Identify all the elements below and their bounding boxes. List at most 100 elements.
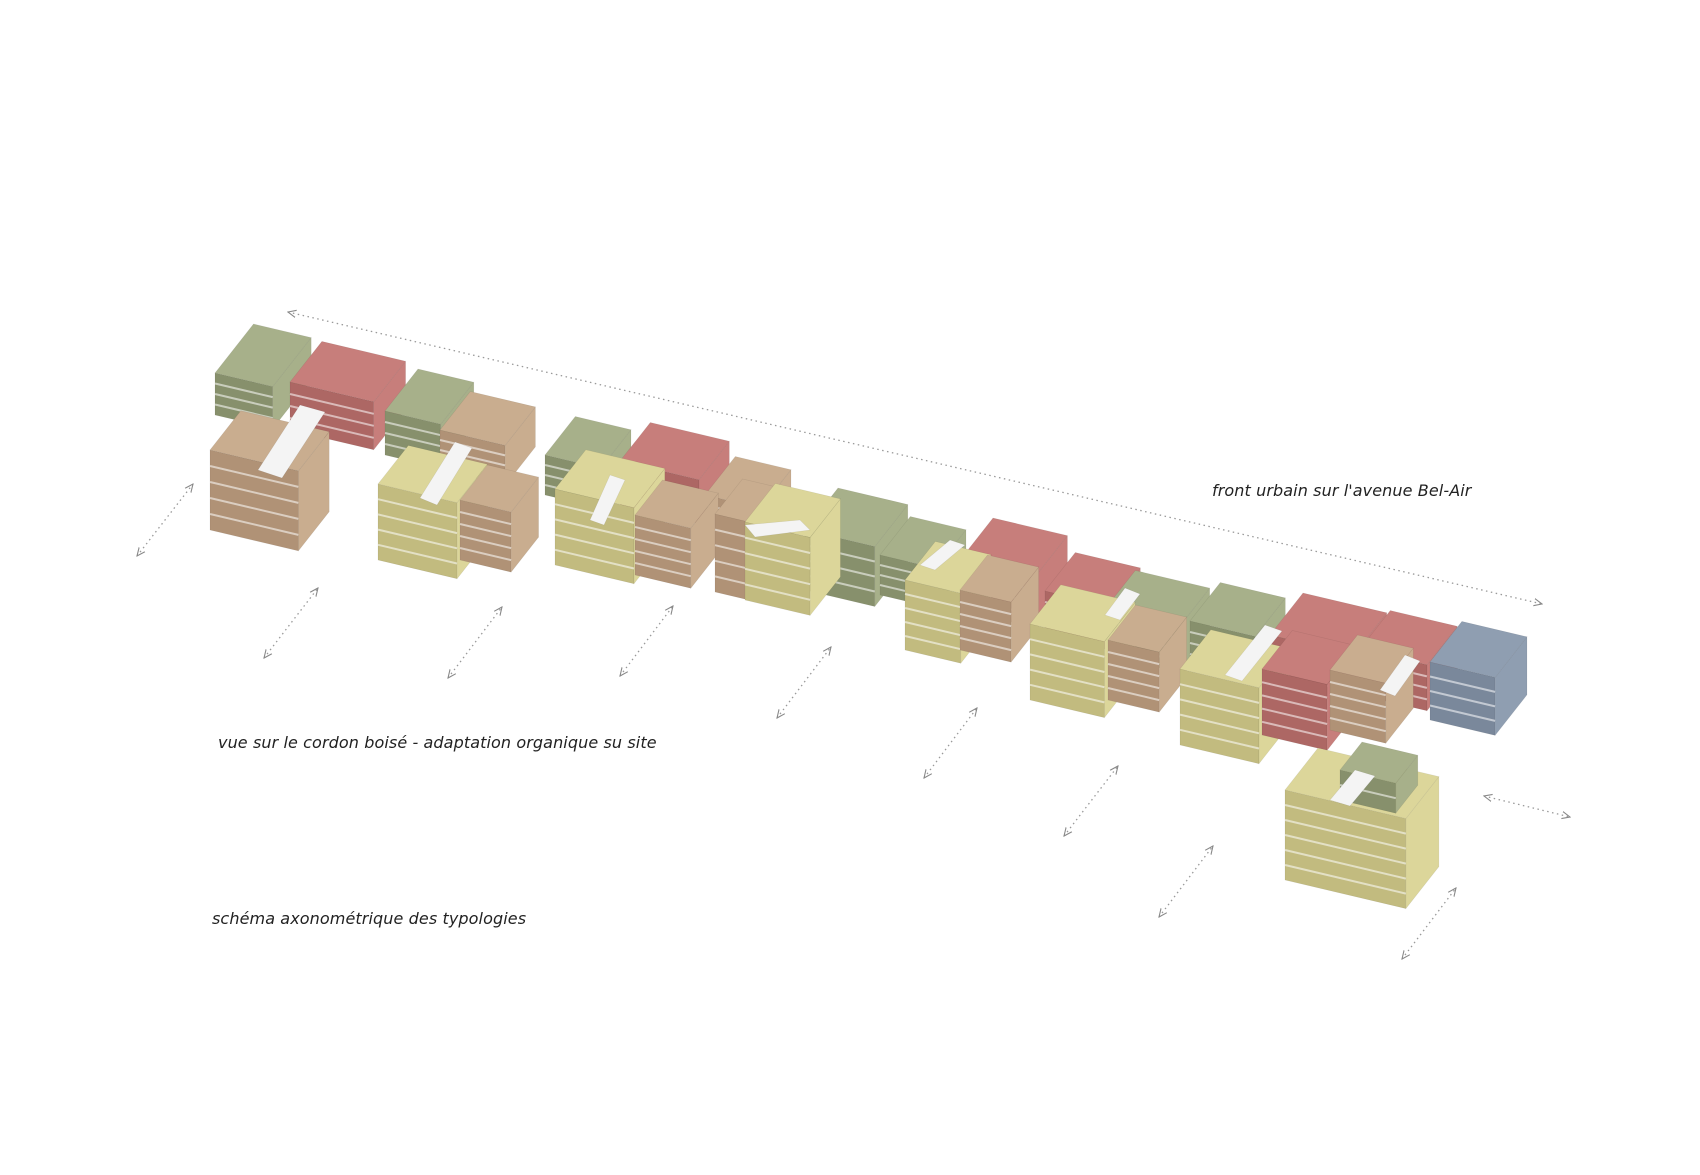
floor-slab-line (384, 432, 442, 448)
floor-slab-line (1179, 728, 1260, 750)
floor-slab-line (1261, 720, 1328, 739)
block-front-14-top (1329, 634, 1414, 684)
block-front-11-front (1107, 639, 1160, 713)
floor-slab-line (1284, 849, 1407, 880)
floor-slab-line (1284, 819, 1407, 850)
floor-slab-line (904, 593, 962, 609)
view-arrow (1484, 796, 1570, 817)
floor-slab-line (1179, 683, 1260, 704)
building-blocks (209, 323, 1528, 910)
floor-slab-line (214, 382, 273, 399)
floor-slab-line (1107, 663, 1160, 678)
floor-slab-line (459, 523, 512, 538)
floor-slab-line (904, 621, 962, 637)
floor-slab-line (214, 393, 273, 409)
floor-slab-line (289, 393, 374, 415)
block-front-9-top (959, 554, 1040, 603)
floor-slab-line (377, 513, 458, 535)
floor-slab-line (384, 421, 442, 437)
vue-cordon-label: vue sur le cordon boisé - adaptation org… (218, 733, 657, 752)
roof-light (257, 404, 326, 479)
floor-slab-line (214, 403, 273, 420)
floor-slab-line (554, 533, 635, 555)
floor-slab-line (1029, 653, 1105, 673)
floor-slab-line (439, 439, 506, 457)
floor-slab-line (1329, 681, 1387, 697)
block-back-4-top (439, 391, 536, 446)
view-arrow (924, 708, 977, 778)
floor-slab-line (1429, 675, 1496, 693)
view-arrow (1159, 846, 1213, 917)
roof-light (919, 539, 966, 571)
floor-slab-line (904, 635, 962, 651)
floor-slab-line (1261, 681, 1328, 699)
floor-slab-line (1329, 705, 1387, 721)
roof-light (744, 519, 811, 538)
block-back-3-top (384, 368, 475, 425)
floor-slab-line (634, 526, 692, 542)
block-front-11-top (1107, 604, 1188, 653)
roof-light (1329, 769, 1376, 807)
block-end-top (1429, 621, 1528, 678)
floor-slab-line (554, 518, 635, 540)
block-front-10-top (1029, 584, 1136, 642)
floor-slab-line (959, 613, 1012, 628)
floor-slab-line (1261, 707, 1328, 725)
floor-slab-line (744, 567, 811, 586)
block-back-13-top (1189, 582, 1286, 637)
view-arrow (1064, 766, 1118, 836)
floor-slab-line (959, 601, 1012, 616)
floor-slab-line (1029, 638, 1105, 658)
floor-slab-line (459, 511, 512, 526)
floor-slab-line (1107, 687, 1160, 702)
floor-slab-line (1179, 713, 1260, 735)
view-arrow (777, 647, 831, 718)
floor-slab-line (1107, 675, 1160, 690)
view-arrows (137, 484, 1570, 959)
roof-light (1104, 587, 1141, 621)
view-arrow (448, 607, 502, 678)
floor-slab-line (459, 547, 512, 562)
floor-slab-line (209, 513, 299, 536)
floor-slab-line (634, 550, 692, 566)
block-front-3-side (510, 476, 539, 573)
view-arrow (620, 606, 673, 676)
block-front-5-top (634, 479, 719, 529)
floor-slab-line (209, 465, 299, 488)
floor-slab-line (377, 528, 458, 550)
floor-slab-line (744, 536, 811, 554)
floor-slab-line (1179, 698, 1260, 720)
floor-slab-line (377, 498, 458, 519)
roof-light (419, 441, 473, 506)
floor-slab-line (1329, 693, 1387, 709)
floor-slab-line (1329, 717, 1387, 733)
block-front-1-side (298, 430, 330, 552)
floor-slab-line (1107, 651, 1160, 666)
diagram-caption: schéma axonométrique des typologies (212, 909, 527, 928)
floor-slab-line (459, 535, 512, 550)
floor-slab-line (744, 552, 811, 570)
block-front-8-front (904, 579, 962, 664)
floor-slab-line (1429, 690, 1496, 708)
view-arrow (264, 588, 318, 658)
floor-slab-line (1284, 804, 1407, 835)
floor-slab-line (1284, 834, 1407, 865)
floor-slab-line (1261, 694, 1328, 712)
block-back-1-top (214, 323, 312, 387)
floor-slab-line (1284, 864, 1407, 895)
floor-slab-line (209, 497, 299, 520)
floor-slab-line (377, 543, 458, 565)
roof-light (1379, 654, 1421, 697)
block-end-side (1494, 635, 1528, 737)
floor-slab-line (1429, 704, 1496, 722)
floor-slab-line (554, 548, 635, 570)
floor-slab-line (744, 583, 811, 601)
view-arrow (137, 484, 193, 556)
floor-slab-line (1029, 683, 1105, 704)
floor-slab-line (904, 607, 962, 623)
block-front-3-top (459, 464, 540, 513)
floor-slab-line (209, 481, 299, 504)
floor-slab-line (1029, 668, 1105, 689)
floor-slab-line (959, 625, 1012, 640)
roof-light (1224, 624, 1283, 682)
